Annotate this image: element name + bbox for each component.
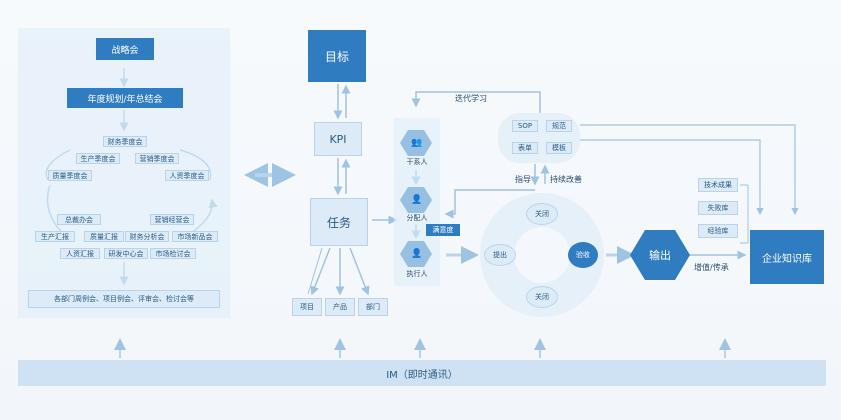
goal-box: 目标 bbox=[308, 30, 366, 82]
failure-lib-box: 失败库 bbox=[698, 201, 738, 215]
marketing-ops-box: 营销经营会 bbox=[150, 214, 194, 225]
cycle-propose: 提出 bbox=[484, 244, 516, 266]
finance-quarterly-box: 财务季度会 bbox=[103, 136, 147, 147]
cycle-close-top: 关闭 bbox=[526, 203, 558, 225]
norm-box: 规范 bbox=[546, 120, 572, 132]
executor-icon: 👤 bbox=[411, 249, 423, 259]
roles-column bbox=[394, 118, 440, 286]
hr-quarterly-box: 人资季度会 bbox=[165, 170, 209, 181]
weekly-meetings-box: 各部门周例会、项目例会、评审会、检讨会等 bbox=[28, 290, 220, 308]
annual-plan-box: 年度规划/年总结会 bbox=[67, 88, 183, 108]
market-review-box: 市场检讨会 bbox=[150, 248, 196, 259]
iteration-label: 迭代学习 bbox=[455, 94, 487, 103]
experience-lib-box: 经验库 bbox=[698, 224, 738, 238]
im-bar: IM（即时通讯） bbox=[18, 360, 826, 386]
knowledge-base-box: 企业知识库 bbox=[750, 230, 824, 284]
tech-docs-box: 技术成果 bbox=[698, 178, 738, 192]
finance-analysis-box: 财务分析会 bbox=[125, 231, 169, 242]
production-report-box: 生产汇报 bbox=[35, 231, 75, 242]
task-box: 任务 bbox=[310, 198, 368, 246]
product-box: 产品 bbox=[325, 298, 355, 316]
value-inherit-label: 增值/传承 bbox=[694, 263, 729, 272]
stakeholder-icon: 👥 bbox=[411, 138, 423, 148]
market-new-products-box: 市场新品会 bbox=[172, 231, 218, 242]
stakeholder-label: 干系人 bbox=[406, 158, 428, 166]
form-box: 表单 bbox=[512, 142, 538, 154]
cycle-close-bottom: 关闭 bbox=[526, 286, 558, 308]
assigner-label: 分配人 bbox=[406, 214, 428, 222]
project-box: 项目 bbox=[292, 298, 322, 316]
rnd-center-box: 研发中心会 bbox=[104, 248, 148, 259]
marketing-quarterly-box: 营销季度会 bbox=[135, 153, 179, 164]
guide-label: 指导 bbox=[515, 175, 531, 184]
quality-quarterly-box: 质量季度会 bbox=[48, 170, 92, 181]
assigner-icon: 👤 bbox=[411, 195, 423, 205]
department-box: 部门 bbox=[358, 298, 388, 316]
output-hexagon: 输出 bbox=[649, 249, 671, 262]
kpi-box: KPI bbox=[314, 122, 362, 156]
gm-office-box: 总裁办会 bbox=[57, 214, 101, 225]
cycle-accept: 验收 bbox=[568, 242, 598, 268]
strategy-meeting-box: 战略会 bbox=[96, 38, 154, 60]
quality-report-box: 质量汇报 bbox=[84, 231, 124, 242]
improve-label: 持续改善 bbox=[550, 175, 582, 184]
hr-report-box: 人资汇报 bbox=[60, 248, 100, 259]
sop-box: SOP bbox=[512, 120, 538, 132]
executor-label: 执行人 bbox=[406, 270, 428, 278]
production-quarterly-box: 生产季度会 bbox=[76, 153, 120, 164]
satisfaction-badge: 满意度 bbox=[426, 224, 460, 236]
template-box: 模板 bbox=[546, 142, 572, 154]
